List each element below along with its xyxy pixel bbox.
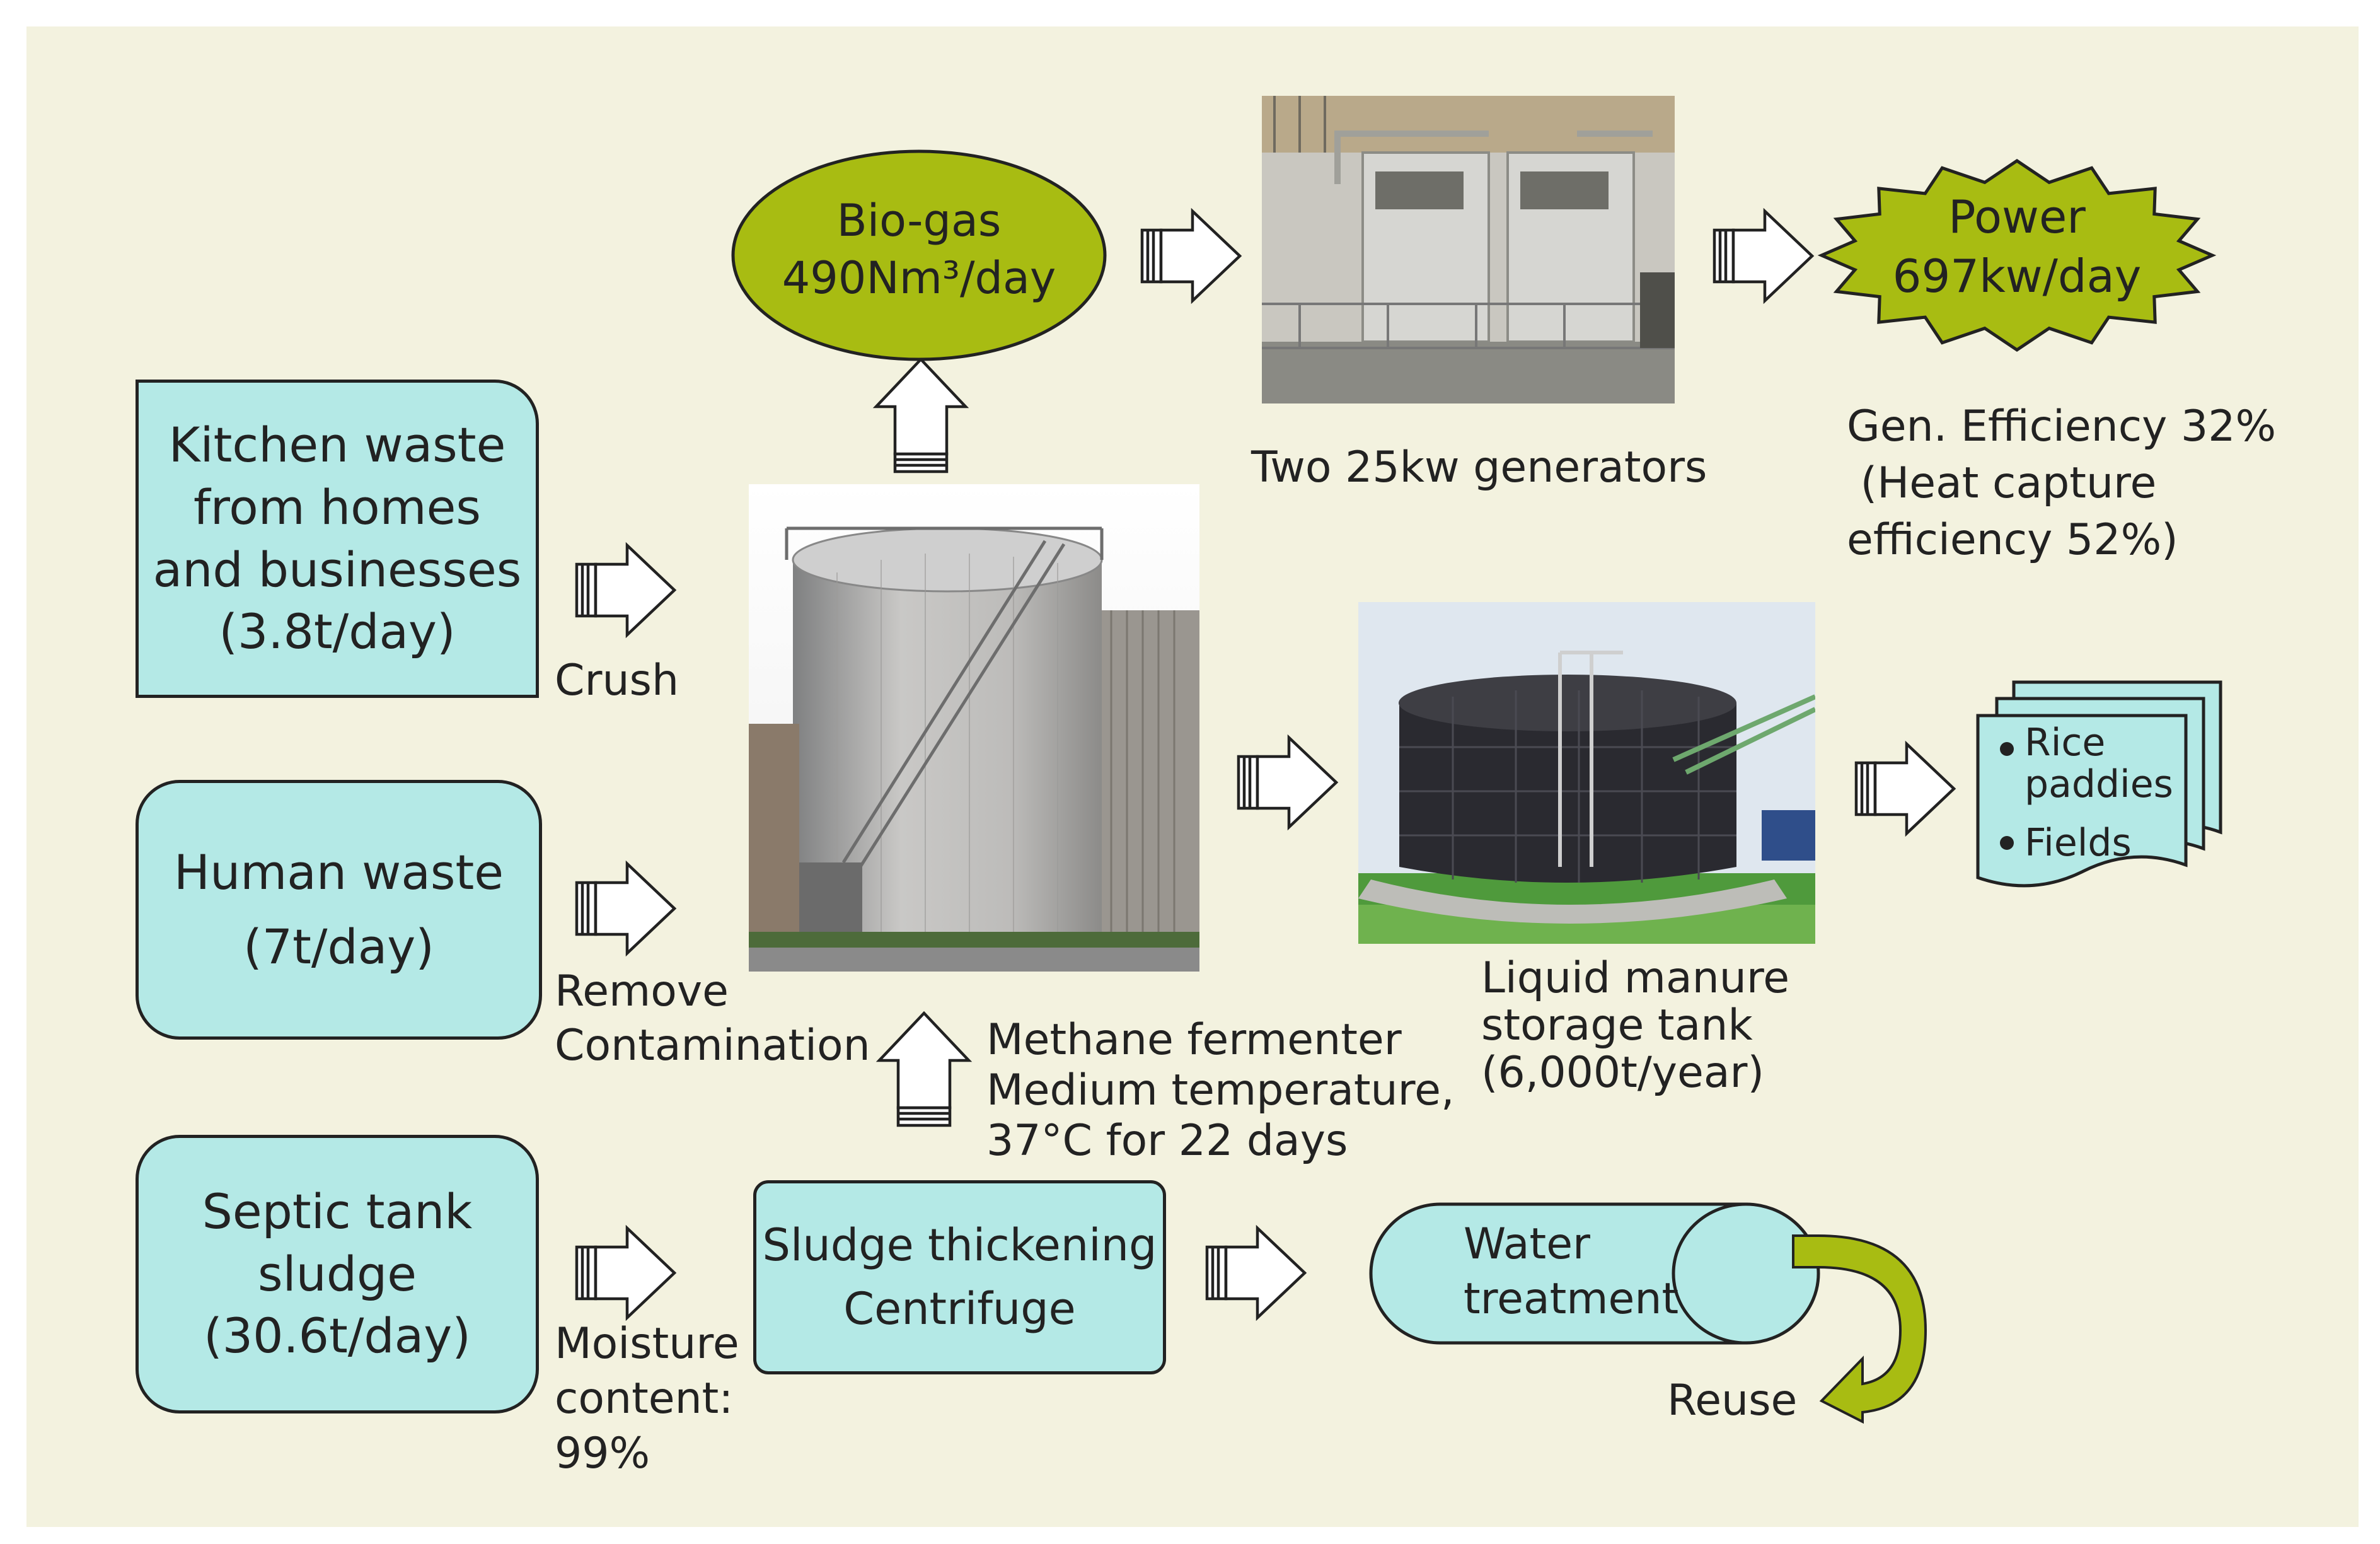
biogas-amount: 490Nm³/day [782,252,1056,304]
centrifuge-to-water-arrow [1207,1228,1305,1318]
human-waste-amount: (7t/day) [243,919,434,975]
moisture-value: 99% [555,1429,650,1479]
bullet-dot [2000,742,2014,756]
reuse-label: Reuse [1667,1376,1798,1425]
generators-photo [1262,96,1675,403]
water-treatment-label: Water treatment [1464,1217,1678,1326]
efficiency-line: efficiency 52%) [1847,514,2178,565]
efficiency-caption: Gen. Efficiency 32% (Heat capture effici… [1847,398,2276,568]
fields-document-stack [1976,680,2222,888]
kitchen-waste-line: and businesses [153,541,522,598]
moisture-line: Moisture [555,1319,739,1369]
septic-tank-line: sludge [257,1245,417,1302]
kitchen-waste-line: Kitchen waste [168,416,506,473]
storage-caption-line: (6,000t/year) [1481,1047,1765,1098]
moisture-arrow [577,1228,674,1318]
fields-item-fields: Fields [2025,821,2132,865]
fermenter-caption: Methane fermenter Medium temperature, 37… [986,1015,1455,1167]
contamination-line: Contamination [555,1020,870,1071]
fermenter-caption-line: Medium temperature, [986,1065,1455,1116]
crush-arrow [577,545,674,635]
biogas-ellipse [731,149,1107,361]
kitchen-waste-amount: (3.8t/day) [219,603,456,660]
power-line: Power [1948,190,2086,243]
bullet-dot [2000,836,2014,850]
fields-list: Rice paddies [2025,722,2173,805]
fermenter-to-storage-arrow [1239,738,1336,827]
methane-fermenter-photo [749,484,1199,972]
water-line: Water [1464,1219,1591,1269]
moisture-line: content: [555,1374,734,1424]
storage-tank-photo [1358,602,1815,944]
remove-line: Remove [555,966,729,1016]
centrifuge-to-fermenter-arrow [879,1013,969,1125]
septic-tank-amount: (30.6t/day) [204,1308,471,1364]
storage-to-fields-arrow [1856,744,1954,833]
moisture-content-label: Moisture content: 99% [555,1316,739,1481]
remove-contamination-label: Remove Contamination [555,965,870,1072]
centrifuge-line: Centrifuge [843,1283,1076,1335]
septic-tank-box: Septic tank sludge (30.6t/day) [136,1135,539,1413]
human-waste-label: Human waste [173,844,504,901]
fermenter-caption-line: 37°C for 22 days [986,1116,1348,1166]
biogas-label: Bio-gas 490Nm³/day [733,192,1105,307]
storage-caption-line: Liquid manure [1481,953,1790,1003]
reuse-arrow [1792,1234,1927,1424]
storage-tank-caption: Liquid manure storage tank (6,000t/year) [1481,955,1789,1096]
water-line: treatment [1464,1274,1679,1325]
fields-item-rice-cont: paddies [2025,762,2173,806]
biogas-line: Bio-gas [836,195,1002,247]
fermenter-caption-line: Methane fermenter [986,1015,1402,1065]
fermenter-to-biogas-arrow [876,359,966,472]
remove-contamination-arrow [577,864,674,953]
septic-tank-line: Septic tank [202,1183,473,1239]
generators-caption: Two 25kw generators [1251,443,1707,492]
fields-item-rice: Rice [2025,721,2106,765]
storage-caption-line: storage tank [1481,1000,1753,1050]
crush-label: Crush [555,656,679,705]
water-treatment-cylinder [1369,1202,1820,1345]
power-amount: 697kw/day [1892,249,2142,303]
human-waste-box: Human waste (7t/day) [136,780,542,1040]
efficiency-line: Gen. Efficiency 32% [1847,402,2277,451]
generators-to-power-arrow [1714,211,1812,301]
power-starburst [1817,158,2217,352]
centrifuge-line: Sludge thickening [762,1219,1157,1271]
kitchen-waste-box: Kitchen waste from homes and businesses … [136,380,539,698]
biogas-to-generators-arrow [1142,211,1240,301]
efficiency-line: (Heat capture [1847,458,2157,508]
power-label: Power 697kw/day [1837,188,2197,306]
sludge-centrifuge-box: Sludge thickening Centrifuge [753,1180,1166,1374]
kitchen-waste-line: from homes [193,479,482,535]
